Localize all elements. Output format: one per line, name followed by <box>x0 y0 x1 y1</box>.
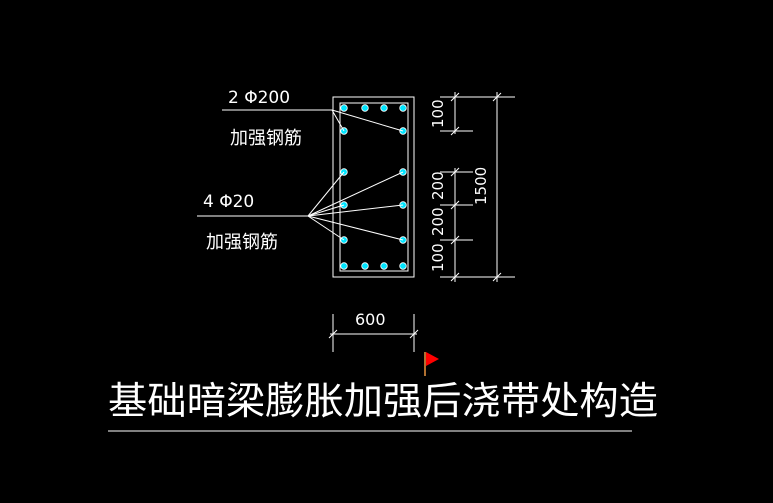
rebar-dot <box>361 262 369 270</box>
dim-width: 600 <box>355 310 386 329</box>
stirrup-outline <box>339 102 409 272</box>
width-dimension <box>328 314 419 352</box>
rebar-dot <box>340 262 348 270</box>
rebar-dot <box>399 262 407 270</box>
rebar-dot <box>380 262 388 270</box>
beam-outline <box>332 96 415 278</box>
rebar-dot <box>361 104 369 112</box>
leader-bottom <box>197 171 404 241</box>
leader-bottom-label: 加强钢筋 <box>206 232 278 253</box>
dim-200-upper: 200 <box>429 171 447 200</box>
dim-100-top: 100 <box>429 99 447 128</box>
rebar-dot <box>380 104 388 112</box>
vertical-dimensions <box>440 92 515 282</box>
dim-200-lower: 200 <box>429 207 447 236</box>
leader-bottom-spec: 4 Φ20 <box>203 192 254 212</box>
leader-top <box>222 109 404 132</box>
flag-marker-icon[interactable] <box>424 352 439 376</box>
dim-100-bottom: 100 <box>429 243 447 272</box>
leader-top-spec: 2 Φ200 <box>228 88 290 108</box>
rebar-dot <box>340 104 348 112</box>
drawing-title: 基础暗梁膨胀加强后浇带处构造 <box>108 379 658 423</box>
rebar-dot <box>399 104 407 112</box>
leader-top-label: 加强钢筋 <box>230 128 302 149</box>
dim-total-height: 1500 <box>472 167 490 205</box>
